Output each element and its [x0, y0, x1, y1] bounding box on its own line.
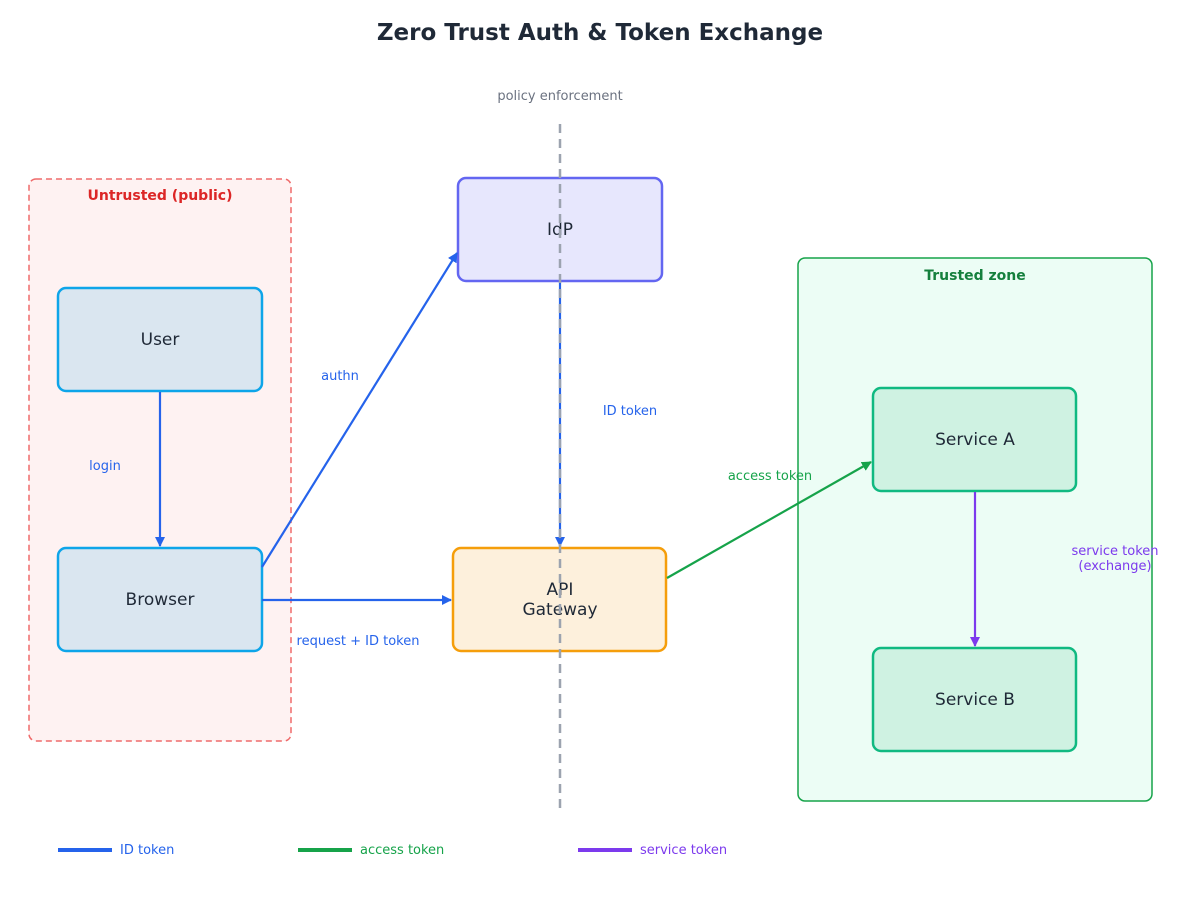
user-node[interactable] — [56, 286, 264, 393]
authn-arrow — [261, 252, 458, 568]
policy-enforcement-label: policy enforcement — [497, 89, 622, 104]
legend-access-token-label: access token — [360, 843, 444, 858]
diagram-title: Zero Trust Auth & Token Exchange — [377, 20, 823, 46]
untrusted-zone-title: Untrusted (public) — [87, 188, 232, 204]
service-token-edge-label-line2: (exchange) — [1078, 559, 1151, 574]
user-node-label: User — [141, 330, 180, 350]
access-token-edge-label: access token — [728, 469, 812, 484]
access-token-arrow — [666, 461, 872, 579]
legend-id-token-label: ID token — [120, 843, 174, 858]
browser-node-label: Browser — [126, 590, 195, 610]
trusted-zone-title: Trusted zone — [924, 268, 1026, 284]
id-token-edge-label: ID token — [603, 404, 657, 419]
service-a-node[interactable] — [871, 386, 1078, 493]
service-b-node[interactable] — [871, 646, 1078, 753]
service-a-node-label: Service A — [935, 430, 1015, 450]
service-b-node-label: Service B — [935, 690, 1015, 710]
legend-service-token-label: service token — [640, 843, 727, 858]
login-edge-label: login — [89, 459, 121, 474]
request-edge-label: request + ID token — [297, 634, 420, 649]
authn-edge-label: authn — [321, 369, 359, 384]
service-token-edge-label-line1: service token — [1071, 544, 1158, 559]
